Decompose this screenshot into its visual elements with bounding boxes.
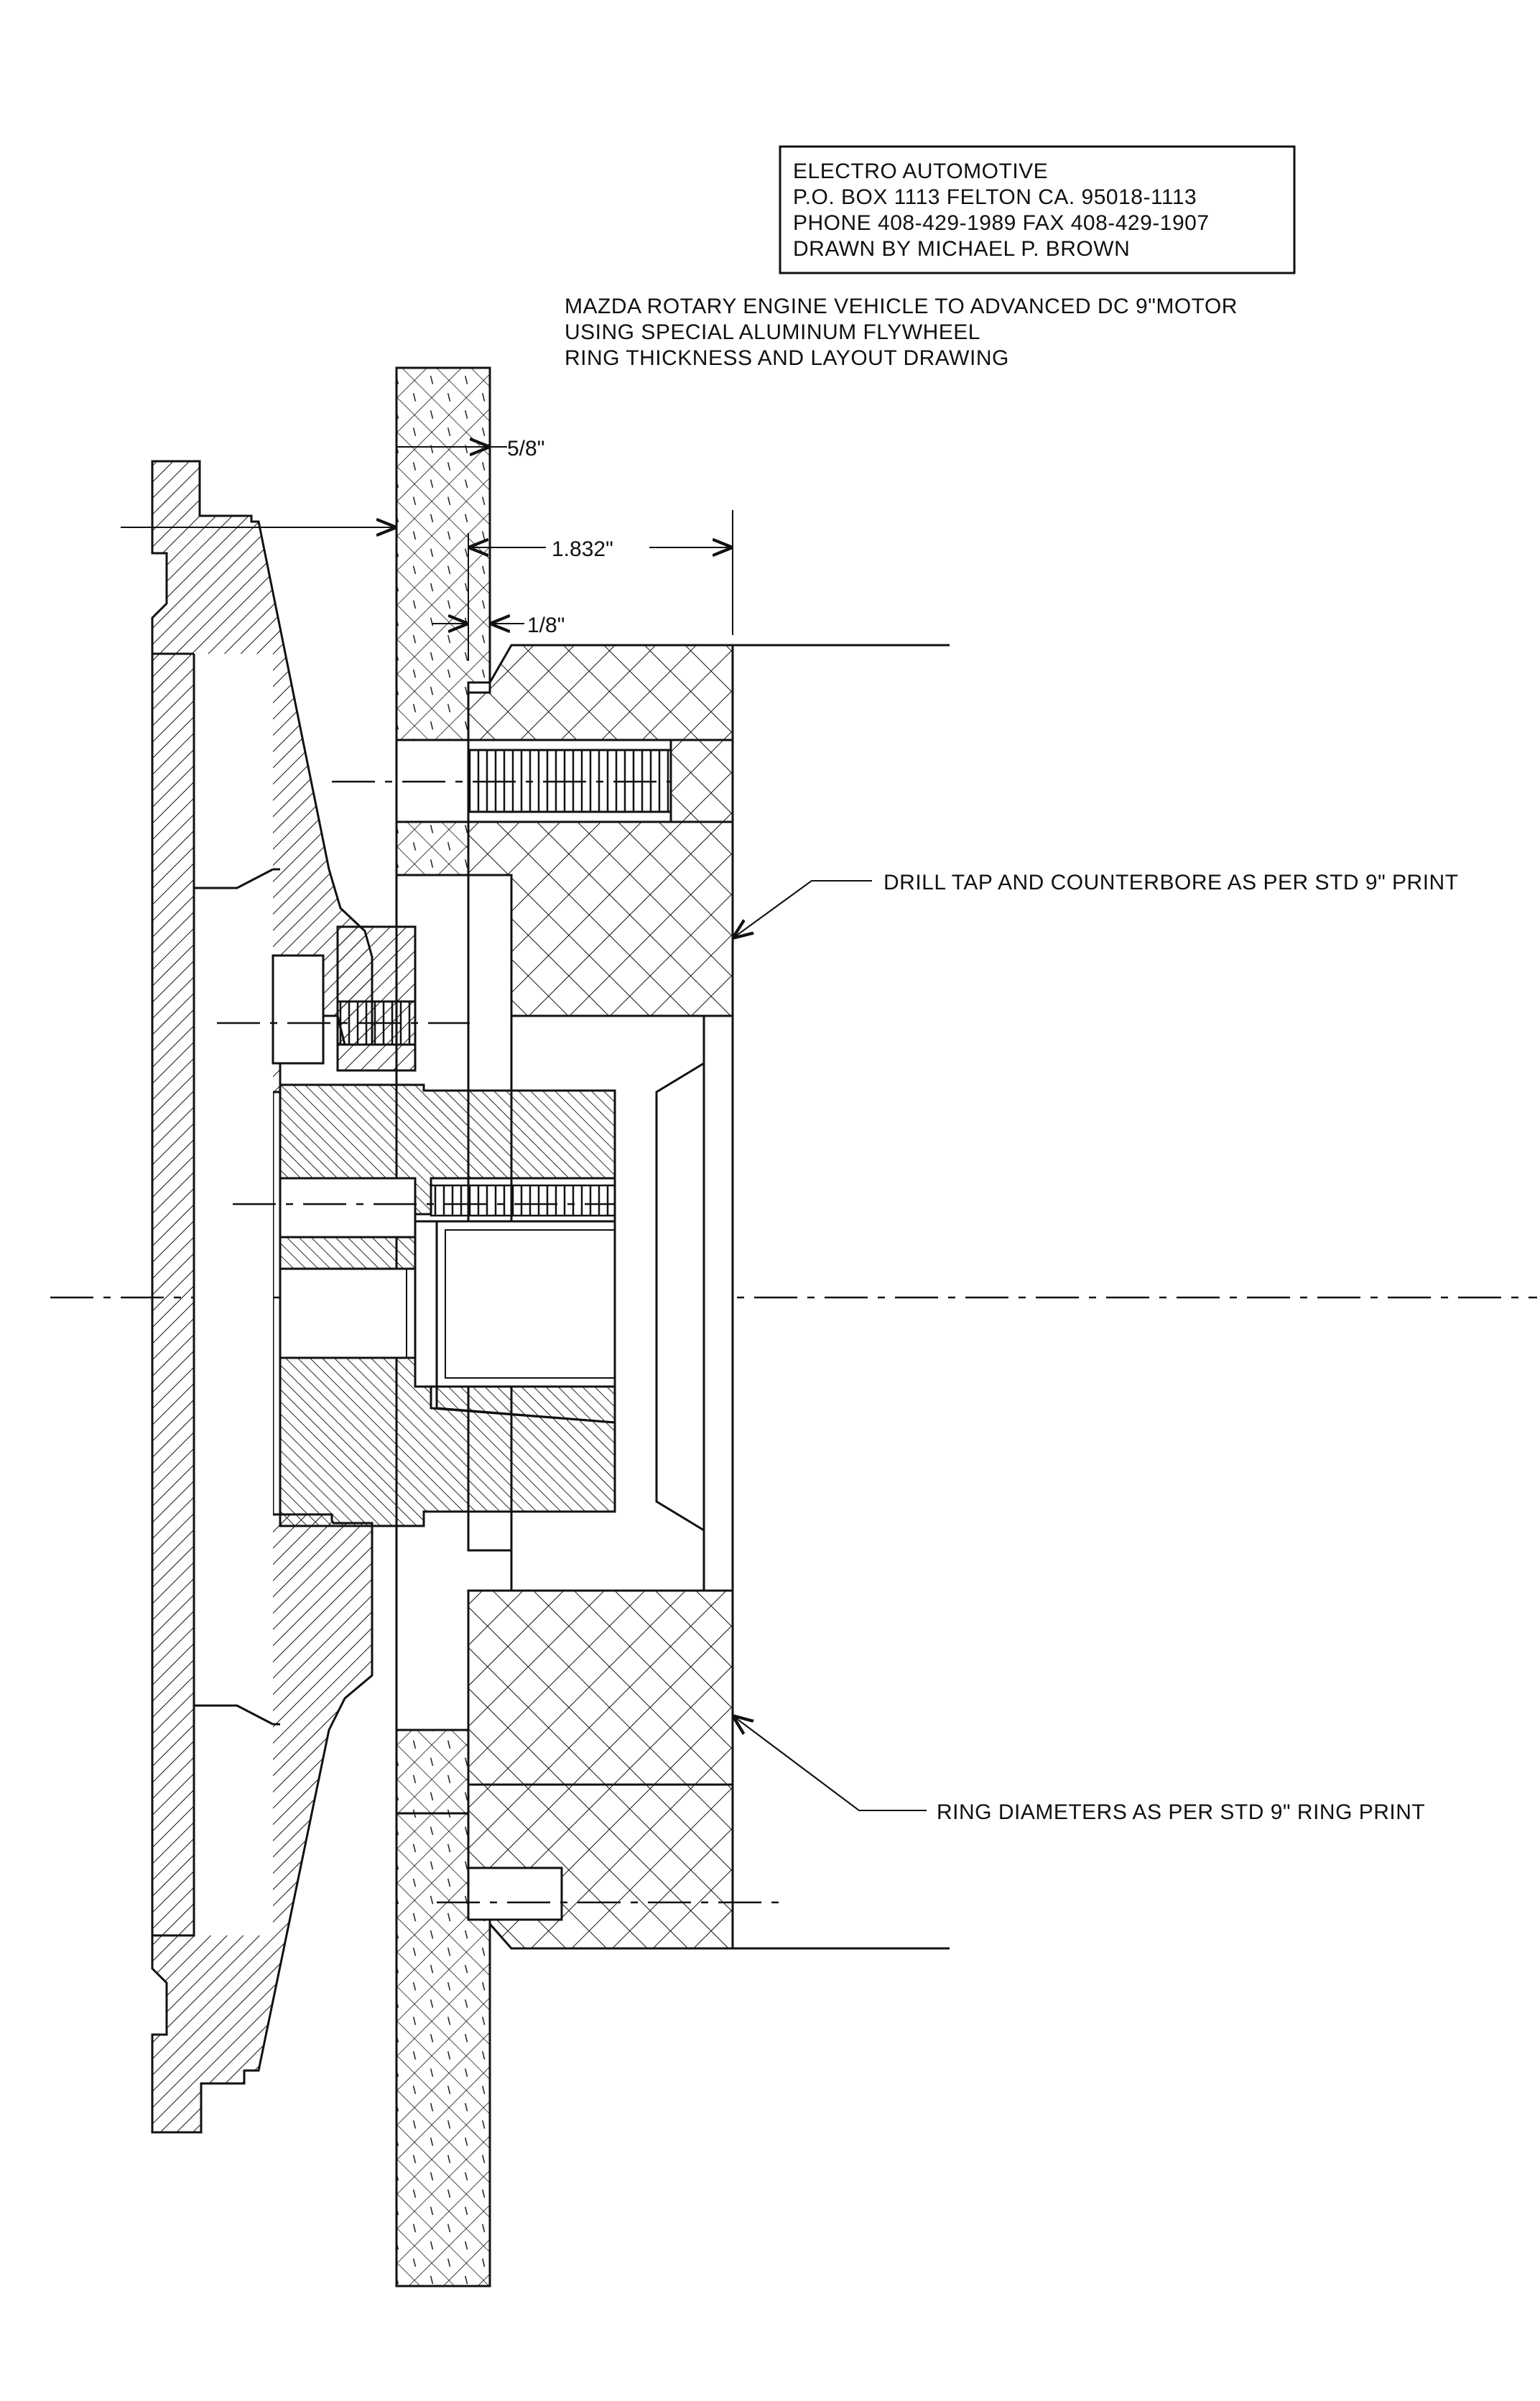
hub-set-screw-thread (430, 1184, 616, 1217)
title-block-line-3: PHONE 408-429-1989 FAX 408-429-1907 (793, 211, 1210, 235)
motor-ring-top-lip (467, 644, 734, 741)
title-block-line-4: DRAWN BY MICHAEL P. BROWN (793, 237, 1130, 261)
ring-plate-lower-block (395, 1729, 470, 1815)
flywheel-hub-edge-top (194, 868, 274, 889)
callout-ring-arrow (733, 1716, 860, 1811)
dimension-gap: 1/8" (432, 614, 565, 637)
adapter-ring-plate (395, 366, 491, 2287)
dimension-offset: 1.832" (468, 510, 733, 661)
offset-label: 1.832" (552, 537, 613, 561)
ring-plate-top (395, 366, 491, 741)
callout-drill-arrow (733, 880, 812, 938)
ring-plate-upper-block (395, 820, 470, 876)
dimension-ring-thickness: 5/8" (396, 437, 544, 461)
motor-face (613, 1016, 705, 1591)
lower-ring-bolt (437, 1866, 787, 1921)
upper-ring-bolt (332, 749, 672, 813)
title-block-line-2: P.O. BOX 1113 FELTON CA. 95018-1113 (793, 185, 1197, 209)
flywheel-clear-area (194, 654, 273, 1935)
gap-label: 1/8" (527, 614, 565, 637)
hub-bore (279, 1267, 417, 1359)
mazda-flywheel (151, 460, 374, 2134)
motor-ring-lower-body (467, 1589, 734, 1786)
hub-sleeve-wall (414, 1220, 438, 1388)
callout-ring-text: RING DIAMETERS AS PER STD 9" RING PRINT (937, 1800, 1425, 1824)
callout-drill-leader (732, 880, 872, 939)
hub-clamp-block (336, 925, 417, 1072)
callout-ring: RING DIAMETERS AS PER STD 9" RING PRINT (733, 1716, 1425, 1824)
lower-bolt-head (467, 1866, 563, 1921)
description-line-1: MAZDA ROTARY ENGINE VEHICLE TO ADVANCED … (565, 295, 1238, 318)
callout-ring-leader (732, 1715, 927, 1811)
drawing-description: MAZDA ROTARY ENGINE VEHICLE TO ADVANCED … (565, 295, 1238, 370)
hub-assembly (217, 925, 616, 1527)
callout-drill: DRILL TAP AND COUNTERBORE AS PER STD 9" … (732, 871, 1459, 939)
hub-bolt-head (272, 954, 325, 1065)
hub-bore-inner (279, 1268, 407, 1359)
title-block-line-1: ELECTRO AUTOMOTIVE (793, 159, 1048, 183)
ring-thickness-label: 5/8" (507, 437, 544, 461)
description-line-3: RING THICKNESS AND LAYOUT DRAWING (565, 346, 1009, 370)
flywheel-hub-edge-bottom (194, 1704, 274, 1726)
motor-ring-face-slot (702, 1014, 734, 1592)
motor-ring-bottom-lip (467, 1783, 734, 1950)
motor-ring-beyond-bolt (669, 739, 734, 823)
motor-shaft (435, 1220, 616, 1388)
description-line-2: USING SPECIAL ALUMINUM FLYWHEEL (565, 320, 980, 344)
title-block: ELECTRO AUTOMOTIVE P.O. BOX 1113 FELTON … (779, 145, 1296, 274)
hub-set-screw-pocket (279, 1177, 417, 1239)
callout-drill-text: DRILL TAP AND COUNTERBORE AS PER STD 9" … (883, 871, 1459, 894)
title-block-frame (779, 145, 1296, 274)
hub-key-upper (279, 1236, 417, 1270)
